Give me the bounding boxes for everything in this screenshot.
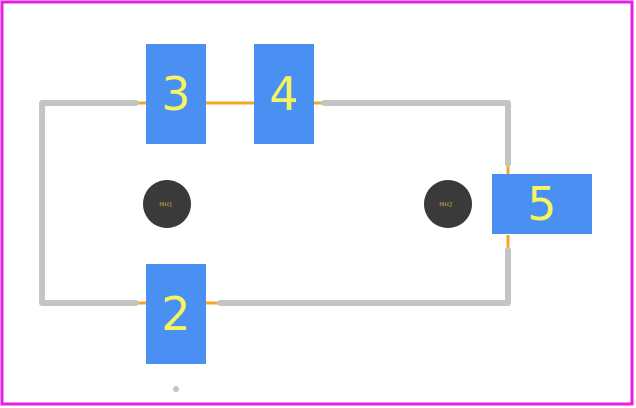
pad-2-label: 2 xyxy=(161,287,190,341)
pad-5-label: 5 xyxy=(527,177,556,231)
hole-mh2-shape xyxy=(424,180,472,228)
origin-marker xyxy=(173,386,179,392)
silk-top-right xyxy=(321,100,511,167)
pad-4: 4 xyxy=(254,44,314,144)
pad-4-label: 4 xyxy=(269,67,298,121)
hole-mh1-label: MH1 xyxy=(159,202,173,209)
pad-3-shape xyxy=(146,44,206,144)
silk-left-bracket xyxy=(39,100,139,306)
hole-mh1-shape xyxy=(143,180,191,228)
pad-3: 3 xyxy=(146,44,206,144)
pad-2-shape xyxy=(146,264,206,364)
pad-4-shape xyxy=(254,44,314,144)
origin-dot xyxy=(173,386,179,392)
pad-5-shape xyxy=(492,174,592,234)
silkscreen-outline xyxy=(39,100,511,306)
pad-3-label: 3 xyxy=(161,67,190,121)
hole-mh2-label: MH2 xyxy=(439,202,453,209)
hole-mh1: MH1 xyxy=(143,180,191,228)
hole-mh2: MH2 xyxy=(424,180,472,228)
pad-5: 5 xyxy=(492,174,592,234)
silk-bottom-right xyxy=(217,247,511,306)
pad-2: 2 xyxy=(146,264,206,364)
